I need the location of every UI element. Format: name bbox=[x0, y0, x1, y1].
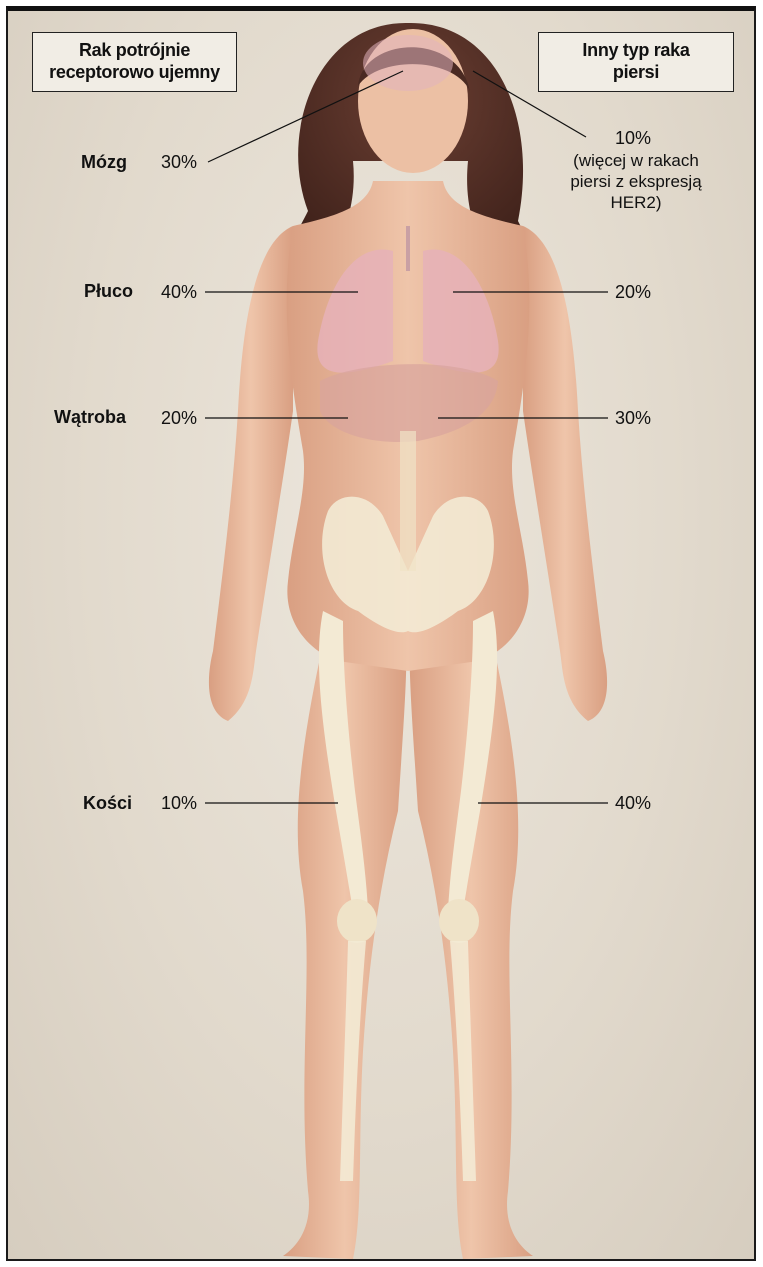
diagram-frame: Rak potrójnie receptorowo ujemny Inny ty… bbox=[6, 6, 756, 1261]
header-other-type: Inny typ raka piersi bbox=[538, 32, 734, 92]
organ-label-liver: Wątroba bbox=[54, 407, 126, 428]
brain-overlay bbox=[363, 35, 453, 91]
brain-right-note: (więcej w rakach piersi z ekspresją HER2… bbox=[556, 150, 716, 213]
spine bbox=[400, 431, 416, 571]
left-knee bbox=[337, 899, 377, 943]
right-knee bbox=[439, 899, 479, 943]
organ-label-brain: Mózg bbox=[81, 152, 127, 173]
brain-right-value: 10% bbox=[615, 128, 651, 149]
bone-right-value: 40% bbox=[615, 793, 651, 814]
right-arm bbox=[523, 226, 607, 721]
bone-left-value: 10% bbox=[161, 793, 197, 814]
lung-left-value: 40% bbox=[161, 282, 197, 303]
header-triple-negative: Rak potrójnie receptorowo ujemny bbox=[32, 32, 237, 92]
liver-left-value: 20% bbox=[161, 408, 197, 429]
lung-right-value: 20% bbox=[615, 282, 651, 303]
trachea bbox=[406, 226, 410, 271]
organ-label-lung: Płuco bbox=[84, 281, 133, 302]
left-arm bbox=[209, 226, 293, 721]
organ-label-bone: Kości bbox=[83, 793, 132, 814]
liver-right-value: 30% bbox=[615, 408, 651, 429]
brain-left-value: 30% bbox=[161, 152, 197, 173]
